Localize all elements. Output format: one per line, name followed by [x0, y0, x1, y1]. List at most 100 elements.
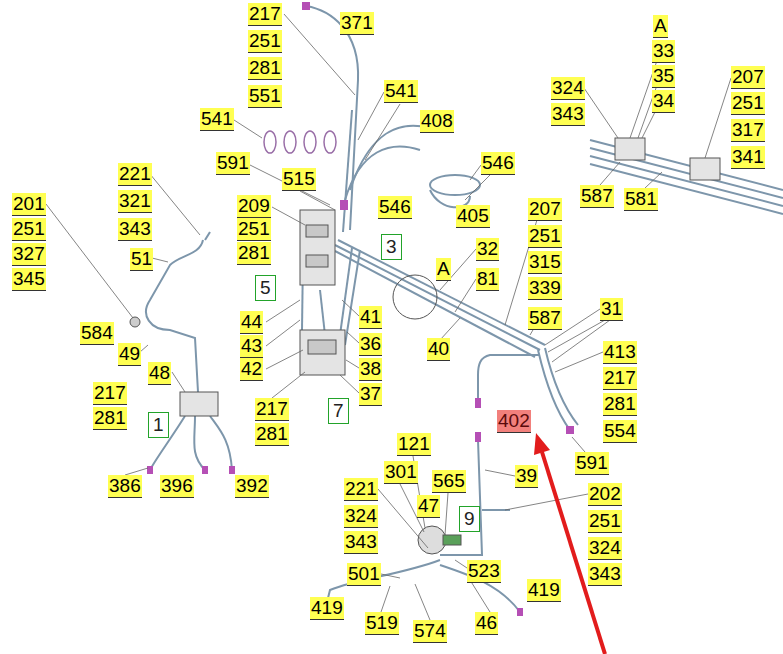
leader-line: [234, 120, 262, 138]
leader-line: [705, 78, 731, 158]
leader-line: [381, 574, 400, 578]
hose: [343, 110, 352, 232]
valve-block: [300, 330, 345, 375]
valve-block: [300, 210, 335, 285]
callout-number: 584: [80, 322, 114, 345]
callout-number: 217: [93, 382, 127, 405]
callout-number: 38: [359, 358, 382, 381]
callout-number: 217: [255, 398, 289, 421]
callout-number: 591: [216, 152, 250, 175]
leader-line: [150, 174, 200, 235]
leader-line: [440, 318, 460, 340]
callout-number: 281: [603, 393, 637, 416]
callout-number: 419: [527, 579, 561, 602]
callout-number: 515: [282, 168, 316, 191]
callout-number: 339: [528, 277, 562, 300]
leader-lines: [46, 14, 731, 620]
cylinder: [418, 526, 446, 554]
hose-lines: [146, 6, 783, 612]
ring: [264, 131, 276, 153]
leader-line: [584, 88, 618, 138]
fitting: [475, 432, 481, 442]
callout-number: 46: [475, 612, 498, 635]
valve-detail: [306, 225, 328, 237]
callout-number: 386: [108, 475, 142, 498]
assembly-group-box: 7: [328, 398, 349, 424]
callout-number: 217: [248, 3, 282, 26]
callout-number: 408: [420, 110, 454, 133]
callout-number: 345: [12, 268, 46, 291]
callout-number: 39: [515, 465, 538, 488]
assembly-group-box: 3: [381, 234, 402, 260]
spare-rings: [264, 131, 336, 153]
hose: [350, 126, 430, 190]
assembly-group-box: 9: [459, 506, 480, 532]
callout-number: 36: [359, 333, 382, 356]
callout-number: 281: [255, 423, 289, 446]
group-number: 3: [386, 236, 397, 258]
leader-line: [300, 191, 335, 210]
callout-number: 413: [603, 341, 637, 364]
callout-number: 396: [160, 475, 194, 498]
leader-line: [347, 332, 359, 343]
leader-line: [172, 372, 185, 392]
leader-line: [365, 104, 400, 160]
callout-number: 371: [340, 12, 374, 35]
leader-line: [340, 375, 359, 393]
fitting: [340, 200, 348, 210]
callout-number: 281: [93, 407, 127, 430]
fitting: [147, 466, 153, 474]
callout-number: 201: [12, 193, 46, 216]
callout-number: 324: [344, 505, 378, 528]
hose: [545, 348, 578, 425]
hose-fittings: [147, 2, 574, 616]
callout-number: 546: [481, 152, 515, 175]
callout-number: 343: [588, 563, 622, 586]
hose: [194, 416, 205, 470]
callout-number: 251: [528, 225, 562, 248]
callout-number: 35: [652, 65, 675, 88]
hose: [538, 350, 570, 430]
callout-number: A: [436, 258, 451, 281]
leader-line: [342, 300, 359, 316]
group-number: 1: [153, 414, 164, 436]
leader-line: [272, 372, 305, 398]
callout-number: 207: [731, 66, 765, 89]
arrow-head: [534, 433, 550, 455]
pipe: [340, 248, 352, 335]
callout-number: 581: [624, 188, 658, 211]
detail-block: [615, 138, 645, 160]
ring: [284, 131, 296, 153]
callout-number: 343: [118, 218, 152, 241]
callout-number: 34: [652, 90, 675, 113]
callout-number: 587: [528, 307, 562, 330]
pipe: [205, 232, 210, 240]
callout-number: 324: [588, 537, 622, 560]
callout-number: 44: [240, 311, 263, 334]
callout-number: 405: [456, 205, 490, 228]
callout-number: 31: [600, 298, 623, 321]
fitting: [517, 608, 523, 616]
pipe: [338, 240, 545, 345]
callout-number: 343: [344, 531, 378, 554]
leader-line: [266, 350, 303, 369]
leader-line: [272, 207, 305, 225]
callout-number: 207: [528, 198, 562, 221]
callout-number: 251: [12, 218, 46, 241]
clamp: [130, 317, 140, 327]
callout-number: 324: [551, 77, 585, 100]
callout-number: 48: [148, 362, 171, 385]
callout-number: 501: [347, 563, 381, 586]
leader-line: [266, 300, 300, 322]
fitting: [566, 426, 574, 434]
pipe: [478, 355, 540, 400]
fitting: [229, 466, 235, 474]
callout-number: A: [653, 15, 668, 38]
group-number: 5: [260, 277, 271, 299]
callout-number: 281: [248, 57, 282, 80]
callout-number: 121: [397, 433, 431, 456]
callout-number: 341: [731, 146, 765, 169]
components: [130, 138, 720, 554]
callout-number: 281: [237, 242, 271, 265]
